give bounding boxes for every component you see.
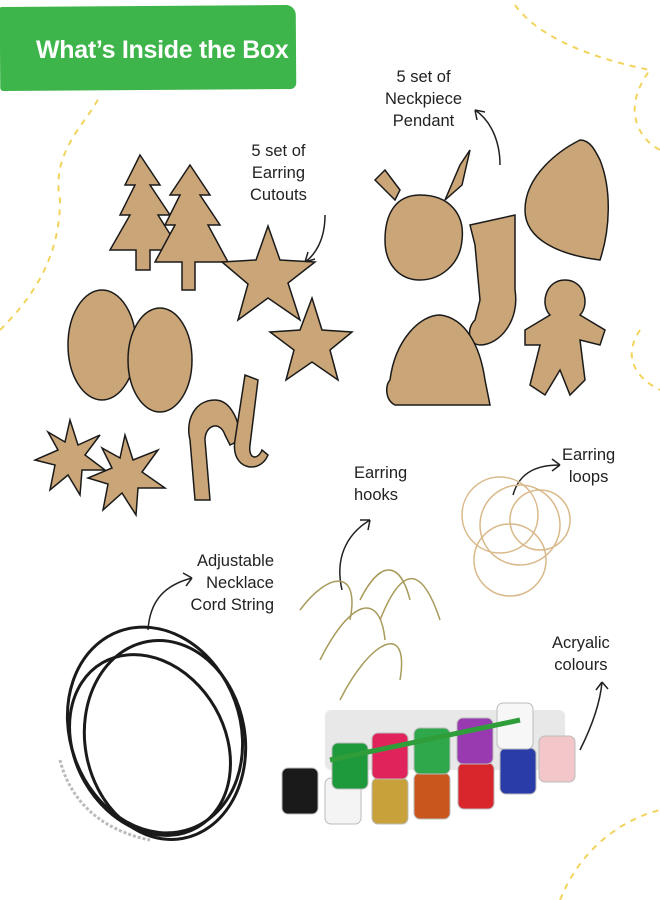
label-line: Acryalic	[552, 634, 610, 652]
decor-dashed-line	[559, 809, 660, 900]
label-line: Cutouts	[250, 186, 307, 204]
tree-cutout	[108, 153, 182, 271]
label-earring-hooks: Earring hooks	[354, 462, 407, 506]
earring-hook	[379, 578, 441, 621]
decor-dashed-line	[630, 329, 660, 391]
star-cutout	[220, 223, 318, 322]
arrow-icon	[579, 681, 609, 751]
gingerbread-pendant	[524, 279, 606, 397]
paint-pot	[371, 777, 409, 825]
label-acrylic-colours: Acryalic colours	[552, 632, 610, 676]
label-line: 5 set of	[396, 68, 451, 86]
stocking-pendant	[468, 214, 517, 346]
arrow-icon	[147, 572, 193, 631]
label-line: Neckpiece	[385, 90, 463, 108]
necklace-chain	[58, 759, 151, 842]
acrylic-paint-set	[281, 702, 576, 825]
label-line: Pendant	[392, 112, 455, 130]
arrow-icon	[339, 519, 371, 591]
ornament-cutout	[67, 289, 137, 401]
label-line: 5 set of	[251, 142, 306, 160]
snowflake-cutout	[32, 417, 108, 498]
paint-pot	[538, 735, 576, 783]
label-line: Earring	[562, 446, 616, 464]
ornament-cutout	[127, 307, 193, 413]
label-line: Earring	[354, 464, 408, 482]
paint-pot	[331, 742, 369, 790]
arrow-icon	[512, 458, 561, 496]
label-line: Adjustable	[196, 552, 274, 570]
necklace-cord	[82, 639, 248, 841]
earring-loop	[479, 484, 561, 566]
star-cutout	[267, 295, 354, 382]
necklace-cord	[68, 653, 232, 837]
paint-pot	[371, 732, 409, 780]
label-line: Cord String	[190, 596, 274, 614]
paint-pot	[413, 772, 451, 820]
earring-loop	[461, 476, 539, 554]
label-line: hooks	[354, 486, 399, 504]
earring-loop	[509, 489, 571, 551]
label-line: Necklace	[206, 574, 274, 592]
arrow-icon	[474, 109, 501, 166]
arrow-icon	[304, 214, 326, 263]
label-neckpiece-pendant: 5 set of Neckpiece Pendant	[385, 66, 462, 132]
candy-cane-cutout	[233, 373, 269, 468]
label-earring-loops: Earring loops	[562, 444, 615, 488]
earring-hook	[319, 607, 386, 661]
label-necklace-cord: Adjustable Necklace Cord String	[180, 550, 274, 616]
paint-pot	[457, 762, 495, 810]
tree-cutout	[153, 163, 230, 291]
candy-cane-cutout	[188, 399, 241, 501]
ornament-pendant	[524, 139, 609, 261]
paint-brush	[329, 717, 521, 763]
decor-dashed-line	[514, 4, 660, 151]
earring-hook	[339, 643, 403, 701]
earring-hook	[299, 580, 353, 621]
santa-hat-pendant	[385, 314, 491, 406]
page-title: What’s Inside the Box	[36, 36, 289, 64]
label-line: Earring	[251, 164, 306, 182]
earring-hook	[359, 569, 411, 601]
label-line: colours	[554, 656, 608, 674]
reindeer-pendant	[373, 149, 471, 281]
paint-pot	[281, 767, 319, 815]
label-line: loops	[568, 468, 609, 486]
earring-loop	[473, 523, 547, 597]
decor-dashed-line	[0, 94, 101, 331]
label-earring-cutouts: 5 set of Earring Cutouts	[250, 140, 307, 206]
paint-pot	[499, 747, 537, 795]
snowflake-cutout	[85, 432, 168, 518]
